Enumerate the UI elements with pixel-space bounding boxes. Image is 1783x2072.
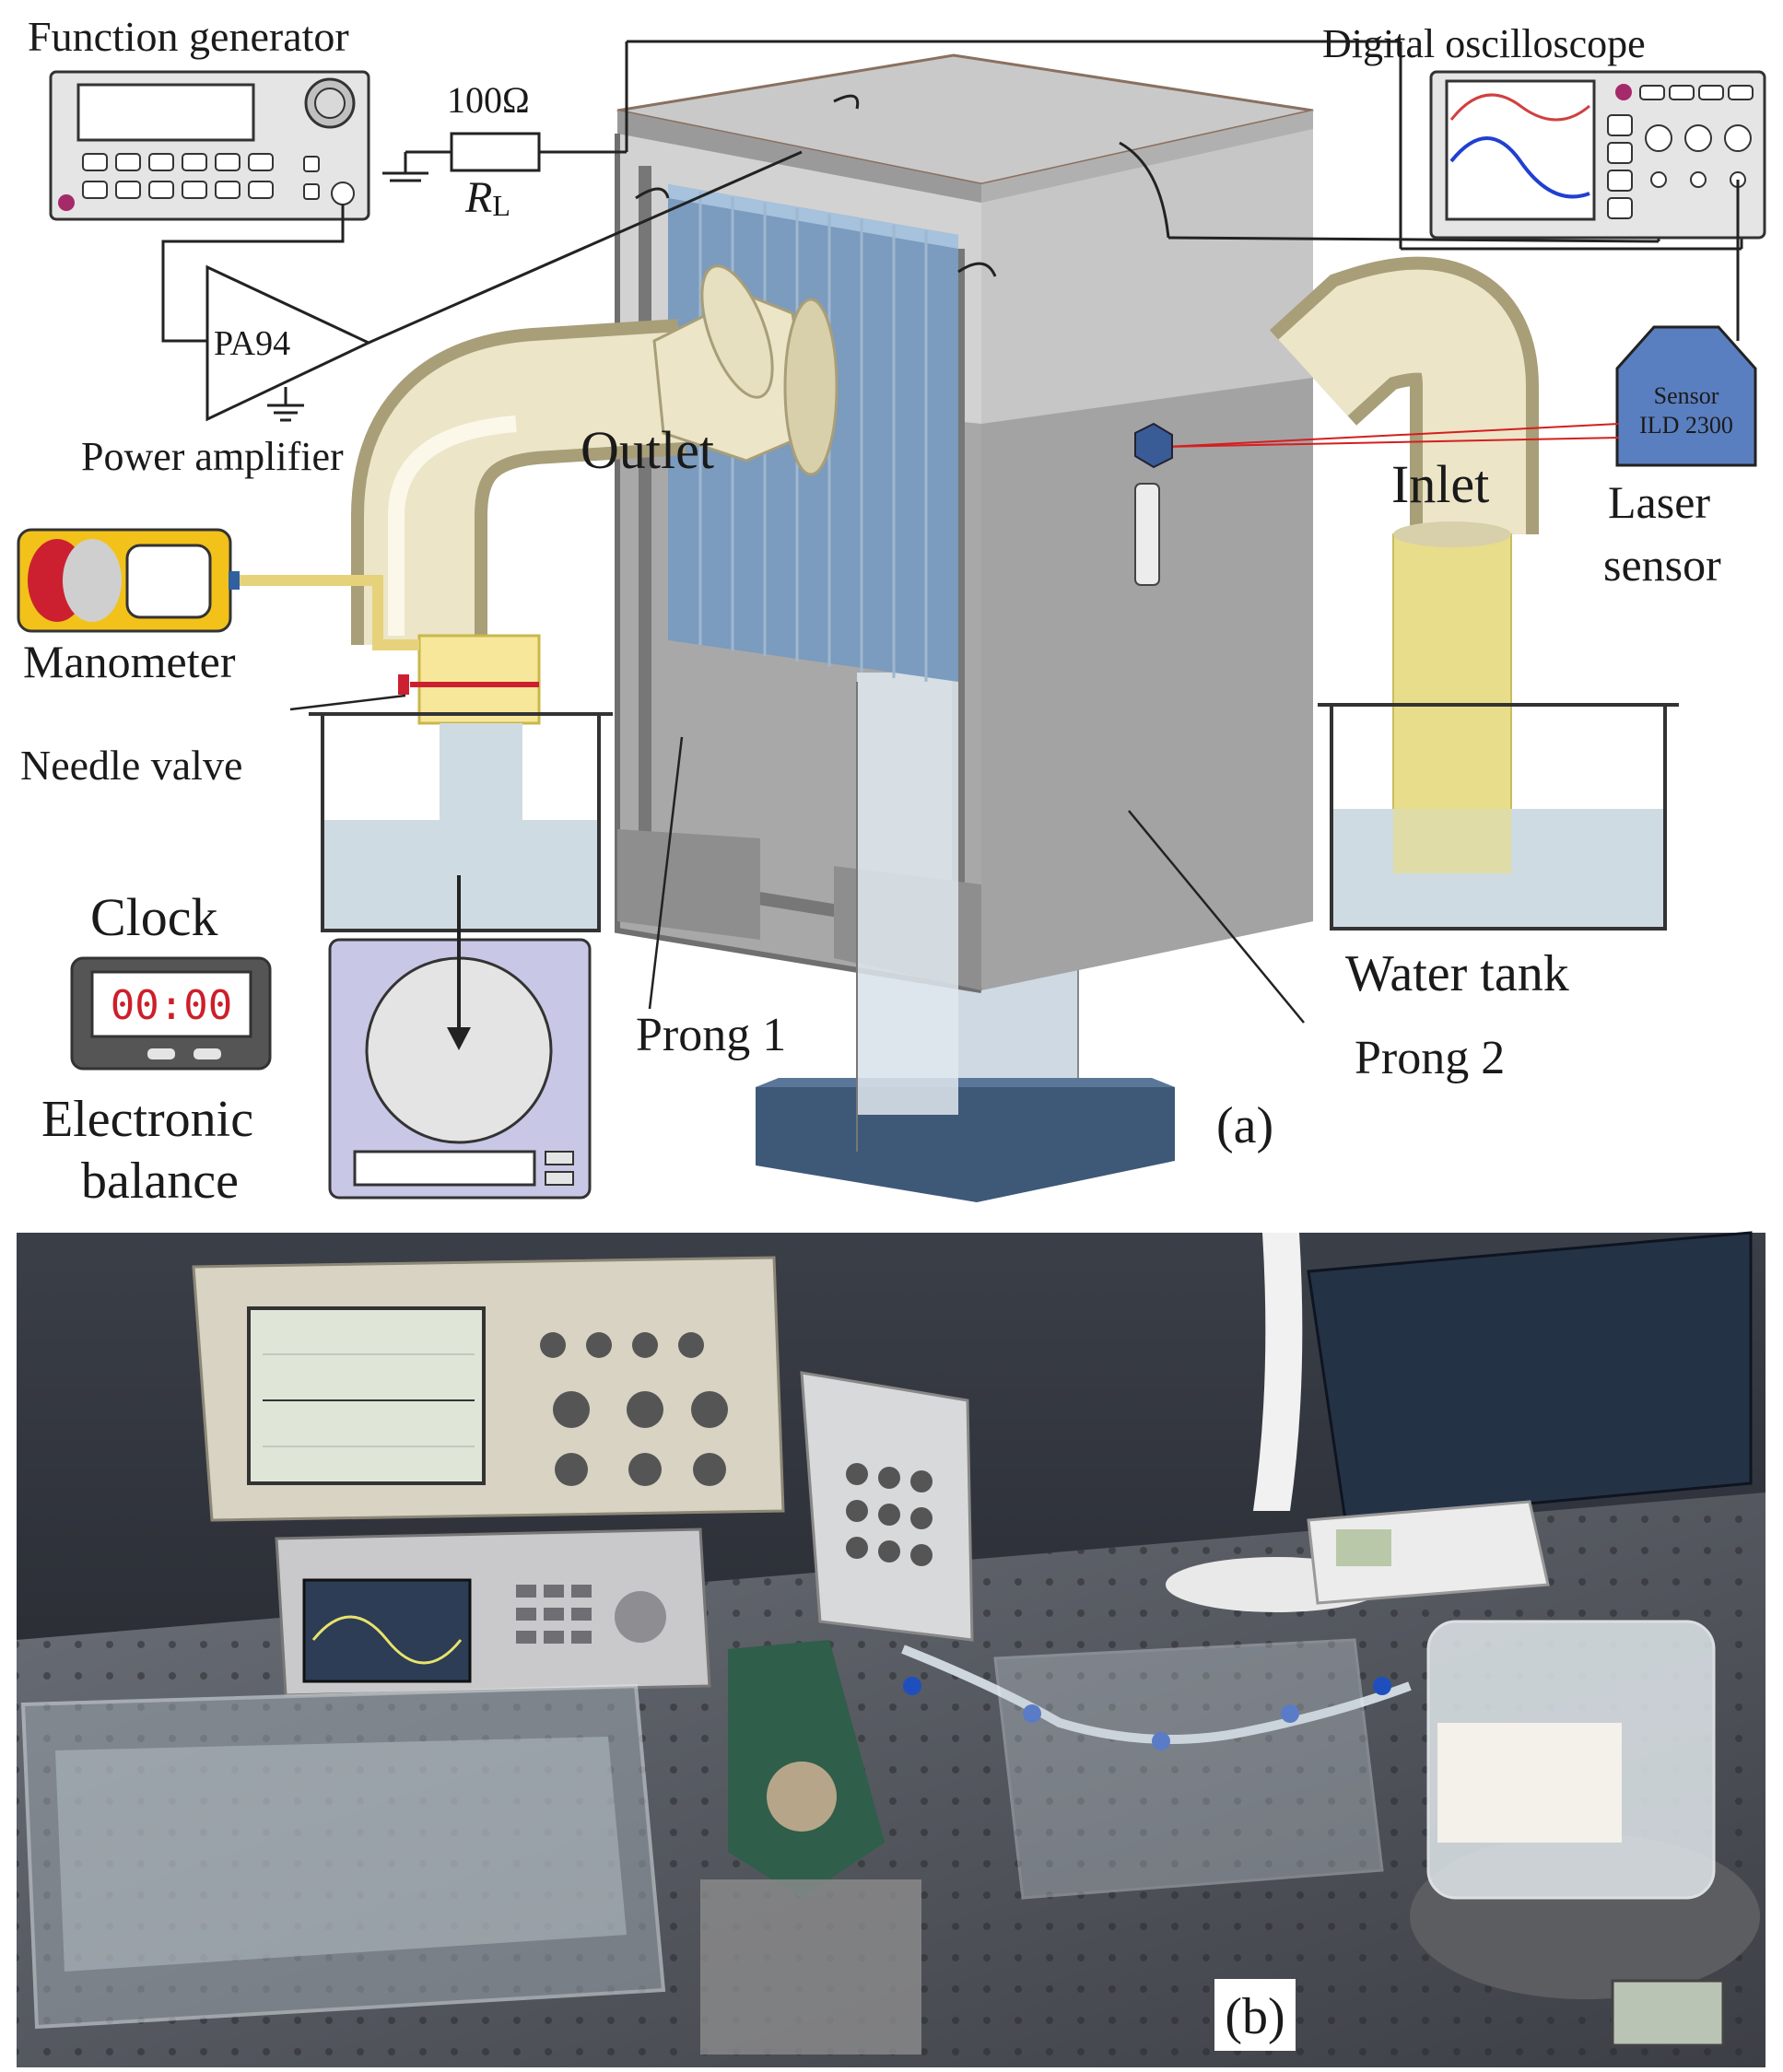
label-electronic-balance-line1: Electronic: [41, 1091, 253, 1148]
label-prong2: Prong 2: [1355, 1032, 1505, 1084]
panel-b-photograph: (b): [17, 1231, 1765, 2067]
label-power-amplifier: Power amplifier: [81, 434, 344, 479]
photo-beaker-scale: [1410, 1620, 1760, 2047]
resistor-subscript: L: [492, 189, 510, 222]
laser-sensor: Sensor ILD 2300: [1615, 325, 1757, 467]
photo-function-generator: [275, 1528, 711, 1697]
clock: 00:00: [70, 956, 272, 1071]
inlet-beaker: [1318, 703, 1679, 931]
panel-a-schematic: 00:00: [17, 13, 1766, 1210]
base-stand: [756, 957, 1175, 1202]
label-amplifier-chip: PA94: [214, 324, 290, 363]
label-water-tank: Water tank: [1345, 945, 1569, 1002]
function-generator: [49, 70, 370, 221]
panel-a-labels: Function generator 100Ω RL PA94 Power am…: [20, 13, 1721, 1210]
resistor-symbol: R: [464, 173, 492, 222]
photo-manometer: [1307, 1500, 1550, 1605]
sensor-label-line2: ILD 2300: [1639, 412, 1733, 439]
label-function-generator: Function generator: [28, 13, 349, 60]
power-amplifier: [161, 150, 803, 422]
panel-a-tag: (a): [1216, 1097, 1273, 1154]
laser-beam: [1134, 422, 1620, 586]
label-clock: Clock: [90, 887, 218, 947]
label-electronic-balance-line2: balance: [81, 1153, 239, 1210]
inlet-pipe: [1269, 256, 1539, 876]
label-manometer: Manometer: [23, 636, 236, 687]
panel-b-tag: (b): [1225, 1988, 1284, 2045]
label-resistor-value: 100Ω: [447, 79, 530, 121]
outlet-pipe: [351, 264, 839, 829]
sensor-label-line1: Sensor: [1654, 382, 1719, 409]
photo-vise: [700, 1640, 921, 2054]
leader-lines: [289, 694, 1305, 1024]
clock-display: 00:00: [111, 982, 232, 1029]
photo-amplifier-box: [800, 1371, 974, 1642]
label-inlet: Inlet: [1391, 454, 1489, 514]
label-prong1: Prong 1: [636, 1009, 786, 1061]
label-outlet: Outlet: [581, 420, 714, 480]
label-needle-valve: Needle valve: [20, 742, 242, 789]
resistor-circuit: [382, 40, 1743, 277]
manometer: [17, 528, 419, 650]
photo-water-tank: [20, 1683, 666, 2030]
label-digital-oscilloscope: Digital oscilloscope: [1322, 21, 1646, 66]
label-laser-sensor-line1: Laser: [1608, 476, 1710, 528]
electronic-balance: [328, 875, 592, 1200]
photo-hoses: [901, 1645, 1412, 1750]
photo-oscilloscope: [192, 1256, 785, 1522]
label-resistor-symbol: RL: [464, 173, 510, 222]
label-laser-sensor-line2: sensor: [1603, 539, 1721, 591]
digital-oscilloscope: [1429, 70, 1766, 341]
